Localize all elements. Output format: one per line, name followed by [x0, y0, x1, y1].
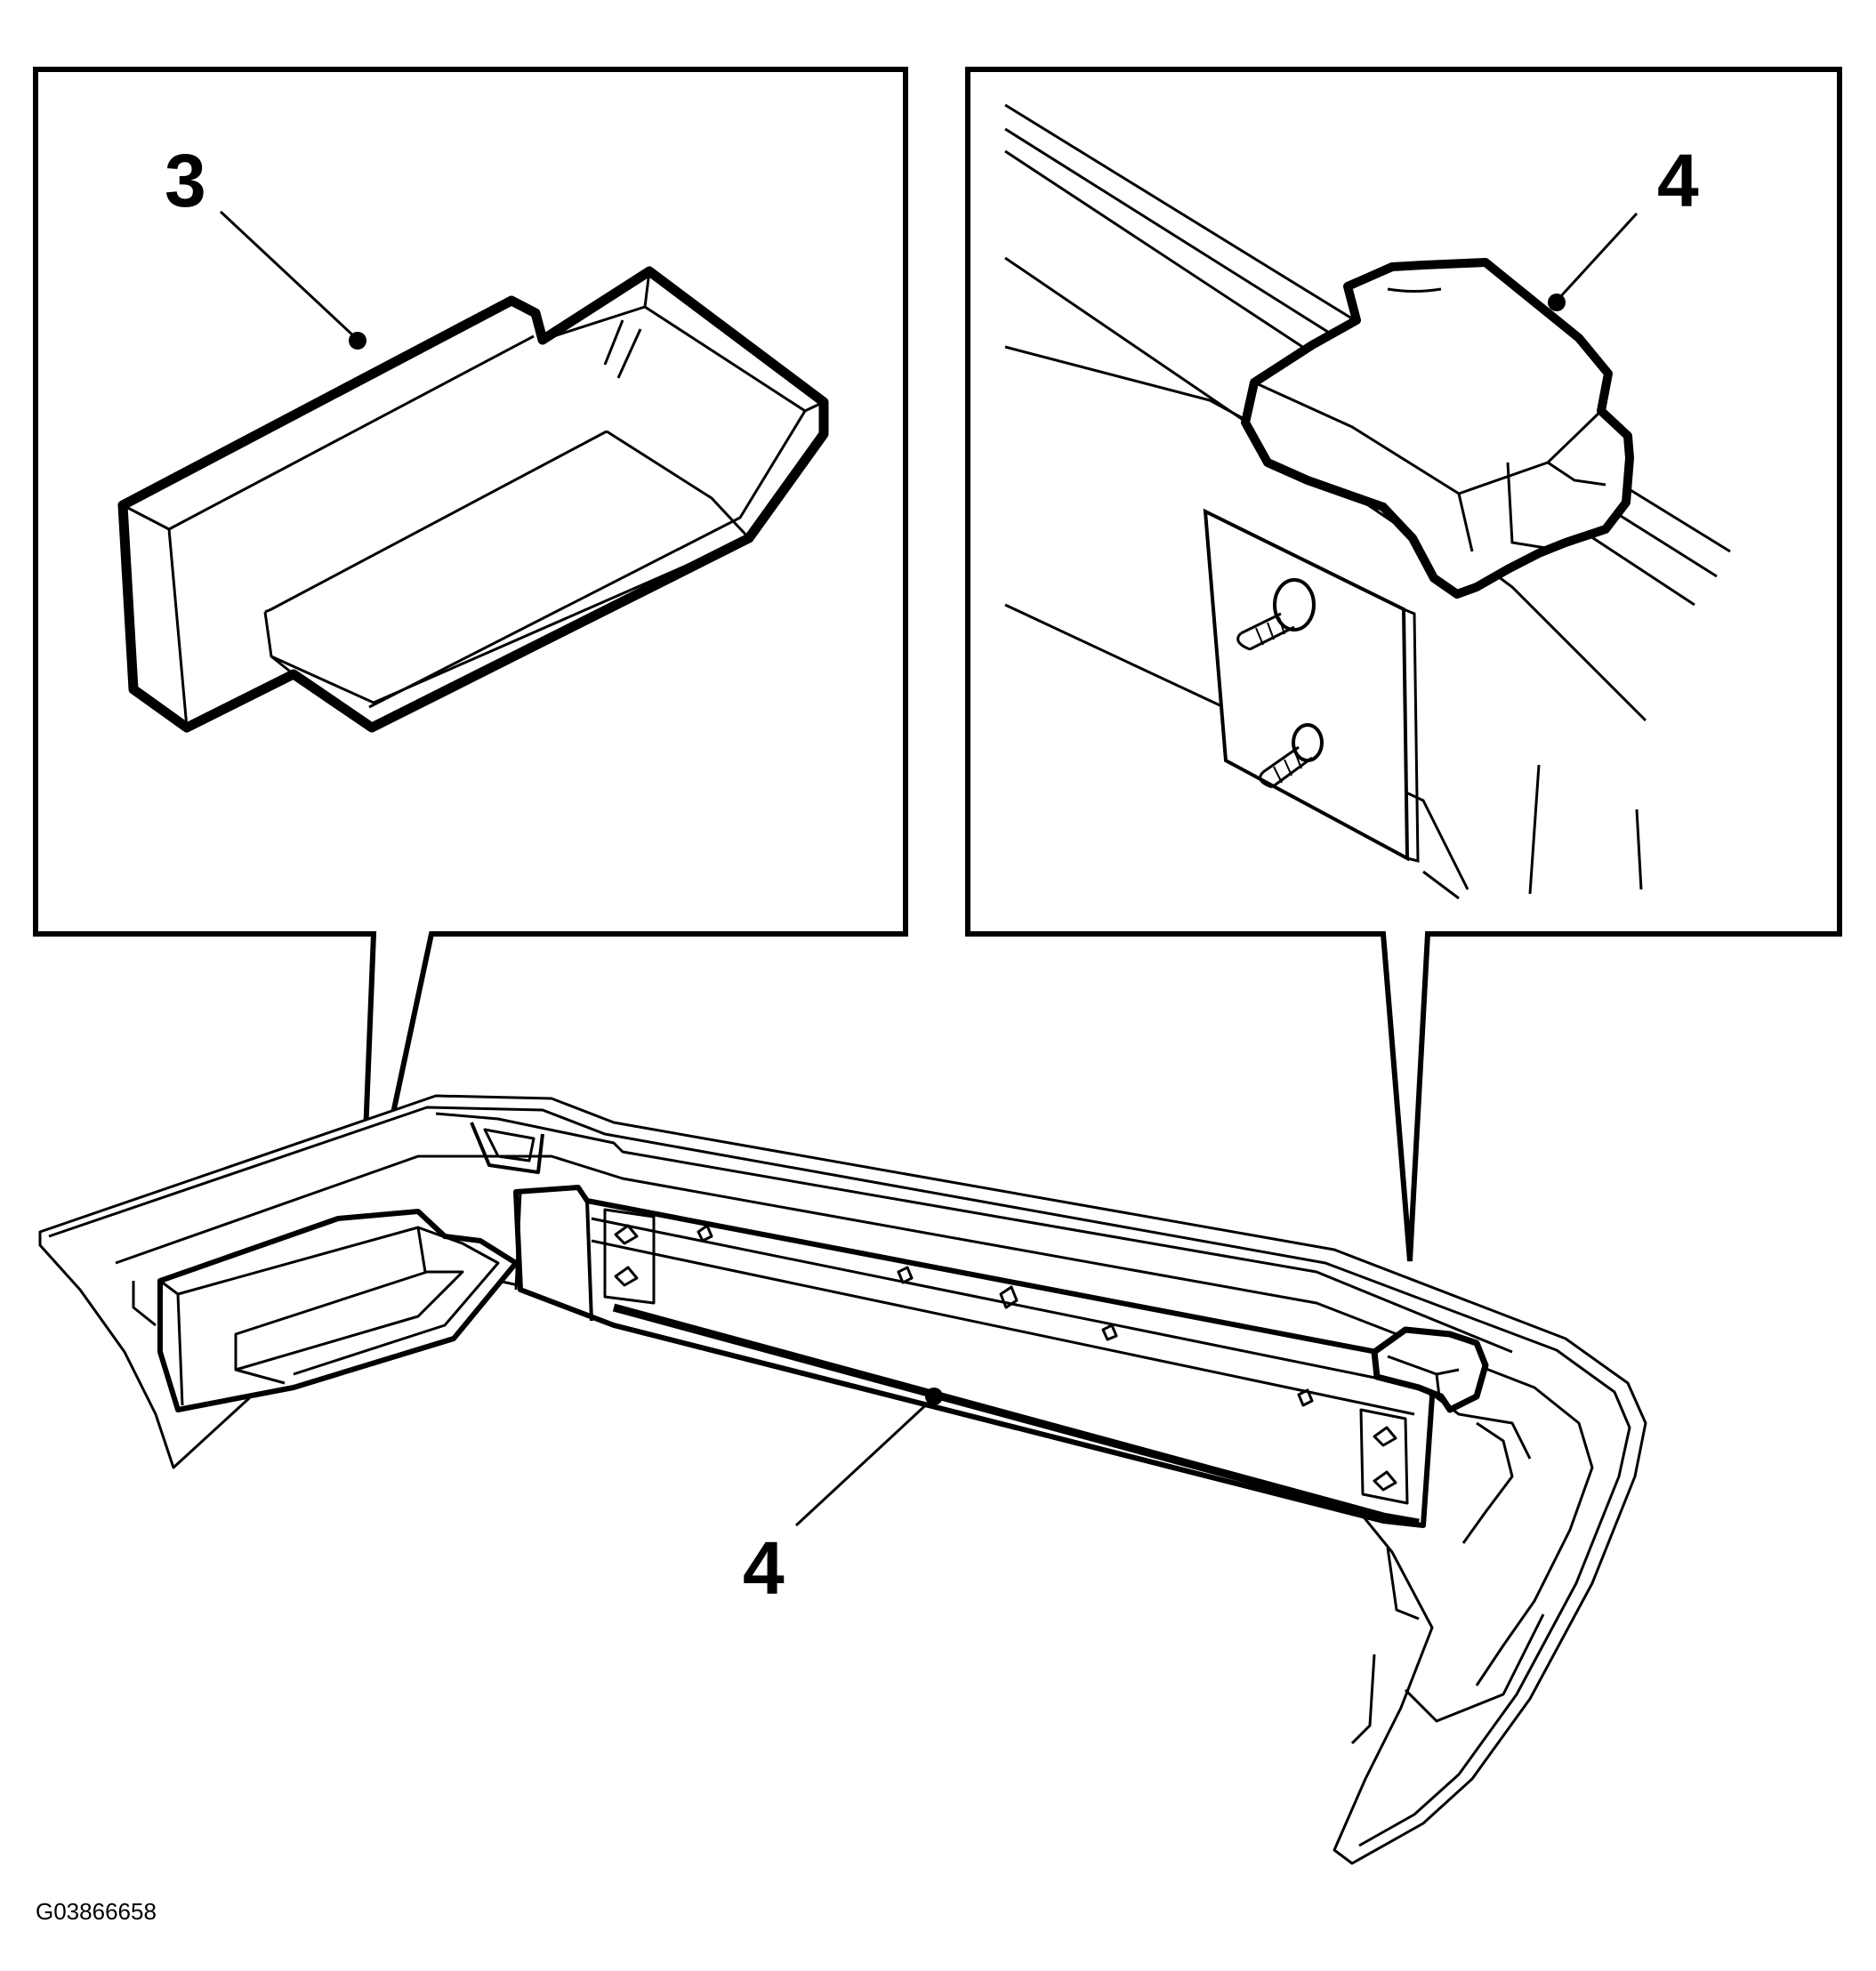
detail-panel-left	[33, 67, 908, 1268]
right-energy-absorber-installed	[1371, 1326, 1489, 1413]
energy-absorber-foam-block	[117, 266, 829, 733]
reinforcement-beam	[513, 1185, 1435, 1528]
leader-dot-4-detail	[1548, 294, 1566, 311]
left-energy-absorber-installed	[157, 1209, 519, 1412]
rear-bumper-assembly	[38, 1094, 1647, 1865]
callout-label-4-detail: 4	[1657, 139, 1699, 222]
callout-label-3: 3	[165, 139, 206, 222]
leader-line-3	[219, 210, 358, 340]
leader-line-4-main	[794, 1397, 934, 1527]
energy-absorber-block	[1241, 258, 1634, 599]
leader-dot-3	[349, 332, 366, 350]
stud-bolt-lower	[1259, 723, 1324, 789]
detail-panel-right	[965, 67, 1842, 1262]
leader-dot-4-main	[925, 1388, 943, 1405]
leader-line-4-detail	[1558, 212, 1638, 300]
callout-label-4-main: 4	[743, 1526, 785, 1610]
figure-id: G03866658	[36, 1898, 157, 1925]
stud-bolt-upper	[1236, 578, 1316, 651]
mounting-plate	[1203, 508, 1420, 863]
